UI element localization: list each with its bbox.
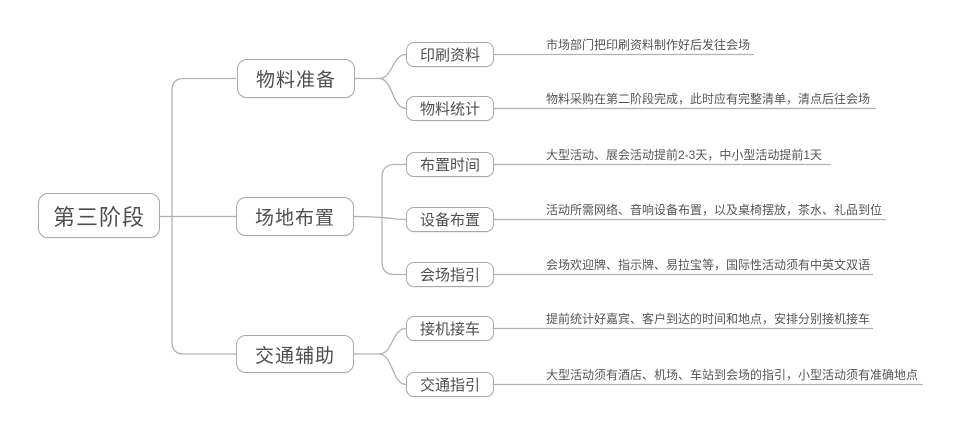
leaf-node-airport-pickup[interactable]: 接机接车 [406, 316, 494, 341]
note-equipment-setup[interactable]: 活动所需网络、音响设备布置，以及桌椅摆放，茶水、礼品到位 [546, 203, 883, 217]
connector-materials-print [378, 53, 407, 80]
note-venue-signage[interactable]: 会场欢迎牌、指示牌、易拉宝等，国际性活动须有中英文双语 [546, 258, 871, 272]
connector-materials-inventory [378, 77, 407, 110]
leaf-node-equipment-setup[interactable]: 设备布置 [406, 207, 494, 232]
branch-node-transport-assist[interactable]: 交通辅助 [236, 335, 354, 373]
connector-root-trunk [171, 77, 236, 355]
note-setup-time[interactable]: 大型活动、展会活动提前2-3天，中小型活动提前1天 [546, 148, 823, 162]
root-node-stage-three[interactable]: 第三阶段 [38, 193, 160, 238]
note-material-inventory[interactable]: 物料采购在第二阶段完成，此时应有完整清单，清点后往会场 [546, 92, 871, 106]
connector-transport-pickup [378, 327, 407, 355]
leaf-node-setup-time[interactable]: 布置时间 [406, 152, 494, 177]
note-traffic-guide[interactable]: 大型活动须有酒店、机场、车站到会场的指引，小型活动须有准确地点 [546, 368, 919, 382]
connector-venue-outer [381, 163, 406, 276]
leaf-node-venue-signage[interactable]: 会场指引 [406, 262, 494, 287]
connector-venue-middle [353, 215, 407, 221]
note-printed-materials[interactable]: 市场部门把印刷资料制作好后发往会场 [546, 38, 751, 52]
branch-node-material-preparation[interactable]: 物料准备 [237, 59, 355, 98]
leaf-node-printed-materials[interactable]: 印刷资料 [406, 42, 494, 67]
connector-transport-guide [378, 353, 407, 386]
leaf-node-material-inventory[interactable]: 物料统计 [406, 96, 494, 121]
branch-node-venue-setup[interactable]: 场地布置 [236, 197, 354, 236]
note-airport-pickup[interactable]: 提前统计好嘉宾、客户到达的时间和地点，安排分别接机接车 [546, 312, 871, 326]
leaf-node-traffic-guide[interactable]: 交通指引 [406, 372, 494, 397]
